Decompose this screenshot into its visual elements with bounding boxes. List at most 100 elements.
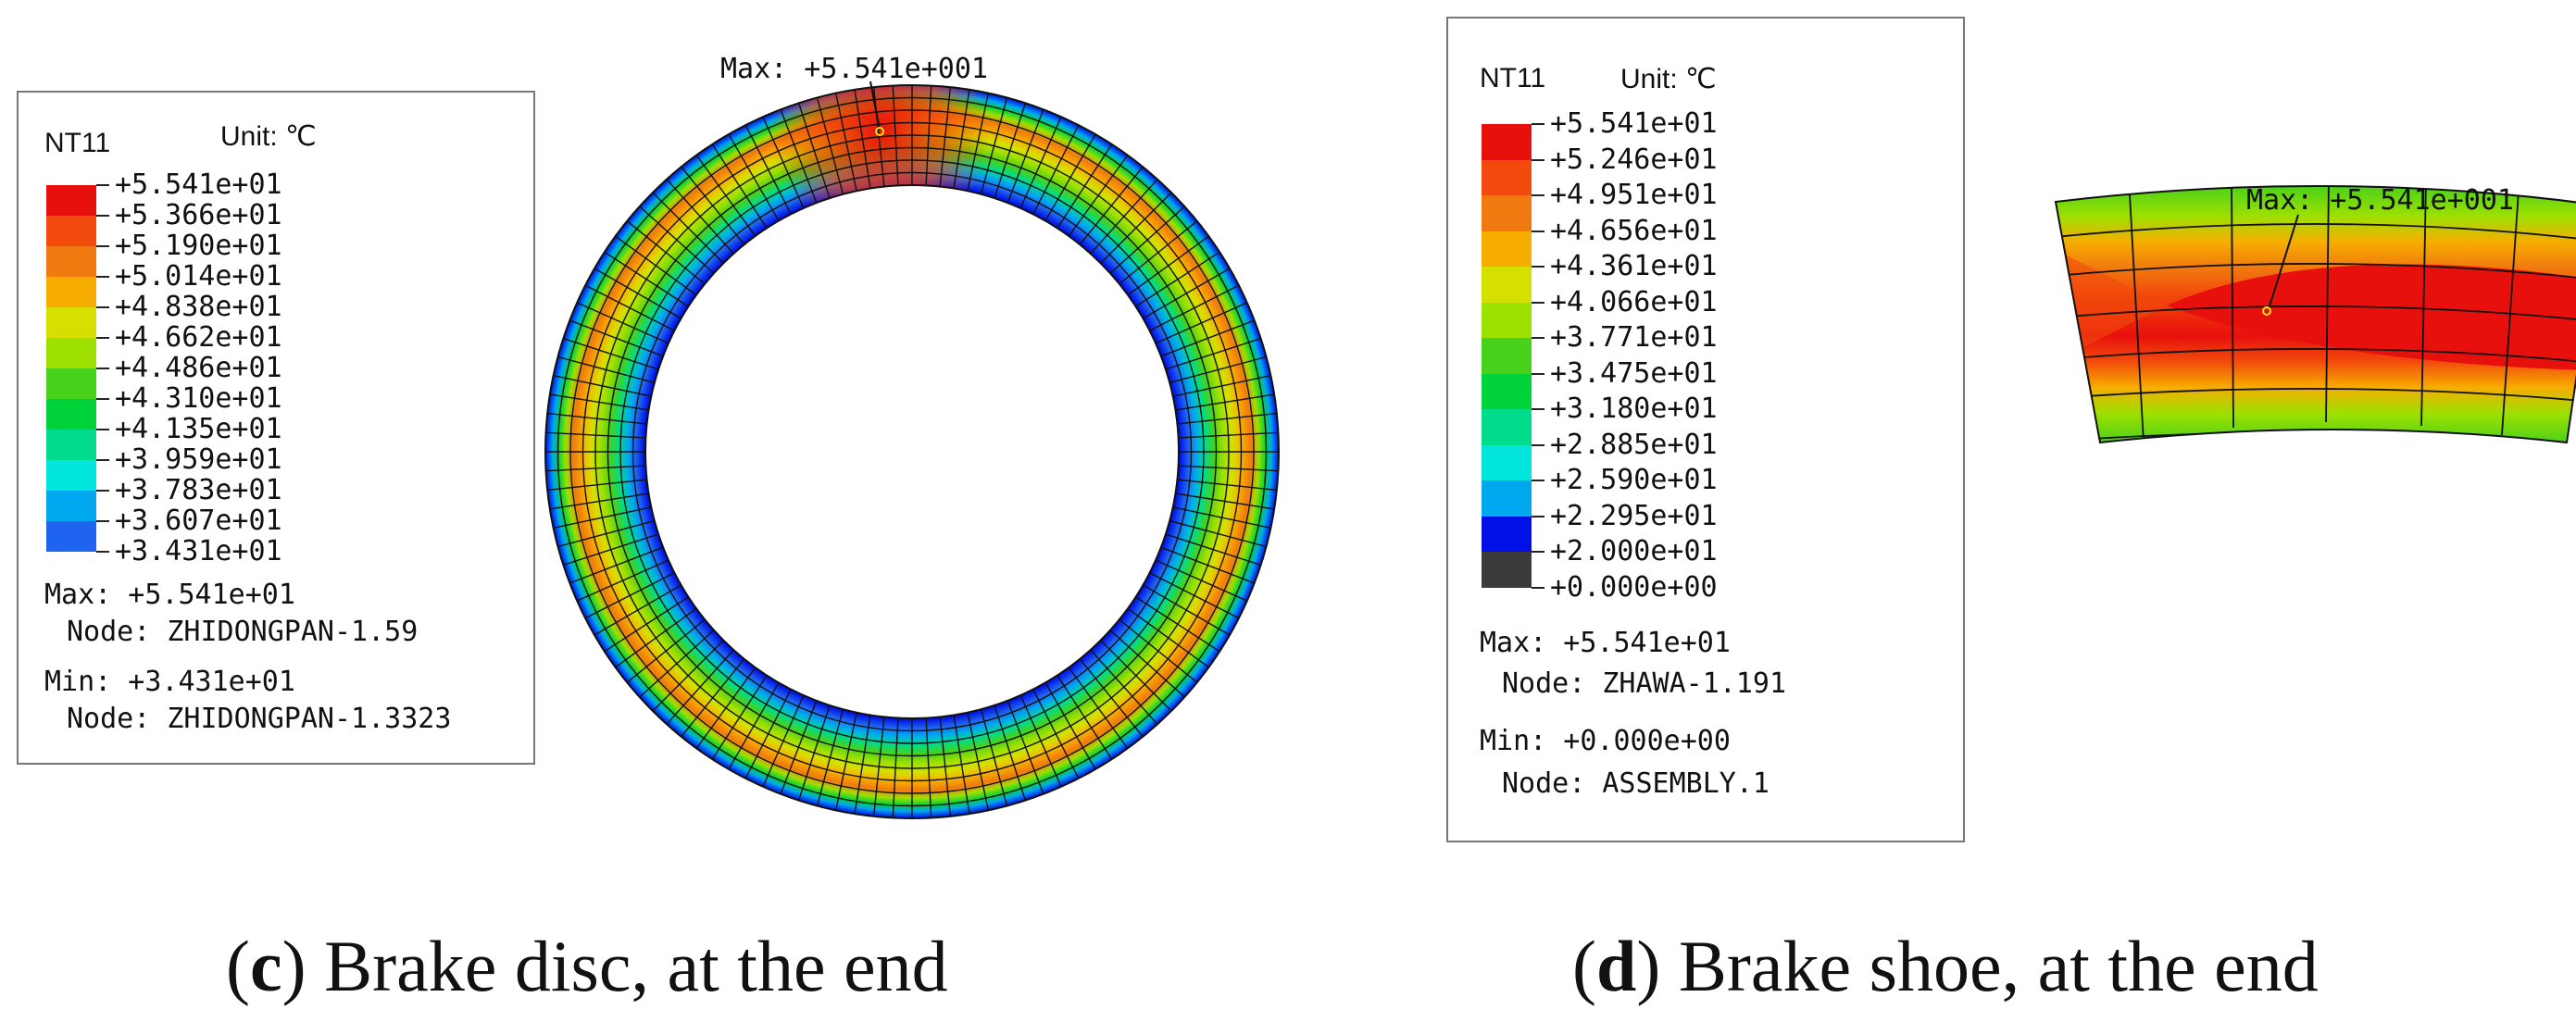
mesh-spoke <box>666 179 734 255</box>
mesh-spoke <box>1119 618 1198 683</box>
legend-tick <box>96 490 109 492</box>
legend-min-value: Min: +3.431e+01 <box>44 666 295 698</box>
legend-swatch <box>1482 195 1532 231</box>
mesh-spoke <box>1127 607 1209 668</box>
mesh-spoke <box>1165 337 1261 370</box>
mesh-spoke <box>816 709 844 806</box>
legend-label: +2.590e+01 <box>1550 464 1718 496</box>
max-annotation: Max: +5.541e+001 <box>2246 184 2514 217</box>
legend-swatch <box>46 185 96 216</box>
legend-swatch <box>1482 409 1532 445</box>
mesh-spoke <box>1109 206 1185 274</box>
mesh-spoke <box>604 251 689 307</box>
mesh-spoke <box>584 284 675 331</box>
legend-tick <box>1532 551 1544 553</box>
mesh-spoke <box>834 93 857 192</box>
mesh-spoke <box>953 89 970 189</box>
legend-tick <box>96 306 109 308</box>
mesh-spoke <box>1019 694 1062 788</box>
mesh-spoke <box>1177 479 1277 492</box>
legend-tick <box>1532 480 1544 481</box>
legend-label: +4.361e+01 <box>1550 250 1718 282</box>
mesh-spoke <box>549 492 649 510</box>
mesh-spoke <box>1169 355 1267 384</box>
panel-brake-disc: NT11 Unit: ℃ +5.541e+01+5.366e+01+5.190e… <box>17 19 1280 1006</box>
legend-swatch <box>1482 516 1532 552</box>
mesh-spoke <box>569 546 664 584</box>
mesh-row <box>2056 305 2576 324</box>
mesh-spoke <box>1079 166 1144 245</box>
mesh-spoke <box>604 596 689 653</box>
legend-max-value: Max: +5.541e+01 <box>44 579 295 611</box>
legend-label: +2.000e+01 <box>1550 535 1718 567</box>
mesh-spoke <box>1172 374 1271 397</box>
legend-swatch <box>1482 267 1532 303</box>
mesh-spoke <box>892 717 899 818</box>
mesh-spoke <box>545 465 646 472</box>
legend-tick <box>1532 194 1544 196</box>
mesh-spoke <box>744 124 792 215</box>
legend-label: +3.180e+01 <box>1550 393 1718 425</box>
legend-swatch <box>46 338 96 368</box>
mesh-spoke <box>939 717 952 816</box>
legend-swatch <box>46 521 96 552</box>
legend-swatch <box>46 460 96 491</box>
legend-max-value: Max: +5.541e+01 <box>1480 627 1731 659</box>
mesh-column <box>2501 190 2520 436</box>
legend-label: +5.366e+01 <box>115 199 282 231</box>
mesh-spoke <box>584 572 675 619</box>
mesh-spoke <box>1143 584 1231 636</box>
legend-tick <box>96 337 109 339</box>
legend-tick <box>1532 586 1544 589</box>
mesh-spoke <box>1032 124 1080 215</box>
legend-tick <box>96 215 109 217</box>
mesh-spoke <box>1143 268 1231 319</box>
legend-swatch <box>1482 338 1532 374</box>
mesh-spoke <box>1135 251 1220 307</box>
mesh-spoke <box>967 93 990 192</box>
legend-tick <box>96 245 109 247</box>
legend-tick <box>96 398 109 400</box>
legend-label: +5.246e+01 <box>1550 143 1718 176</box>
legend-label: +3.607e+01 <box>115 505 282 537</box>
mesh-spoke <box>563 337 659 370</box>
mesh-spoke <box>569 319 664 357</box>
caption-letter: d <box>1595 926 1637 1006</box>
legend-tick <box>1532 266 1544 268</box>
mesh-spoke <box>626 618 706 683</box>
legend-label: +0.000e+00 <box>1550 570 1718 604</box>
legend-variable: NT11 <box>1480 63 1546 93</box>
mesh-spoke <box>892 85 899 186</box>
mesh-spoke <box>549 393 649 411</box>
mesh-spoke <box>576 559 669 602</box>
legend-swatch <box>46 246 96 277</box>
mesh-spoke <box>1057 675 1113 760</box>
mesh-spoke <box>980 97 1008 194</box>
legend-tick <box>1532 372 1544 375</box>
mesh-spoke <box>557 519 655 548</box>
legend-tick <box>96 276 109 278</box>
legend-label: +4.066e+01 <box>1550 285 1718 318</box>
mesh-spoke <box>1160 546 1255 584</box>
mesh-spoke <box>695 667 757 749</box>
mesh-spoke <box>1100 640 1172 712</box>
legend-tick <box>96 429 109 430</box>
mesh-spoke <box>1057 143 1113 229</box>
mesh-spoke <box>1149 572 1240 619</box>
mesh-spoke <box>834 712 857 811</box>
legend-swatch <box>46 216 96 246</box>
mesh-spoke <box>1090 649 1158 725</box>
mesh-spoke <box>547 479 647 492</box>
legend-tick <box>1532 443 1544 446</box>
legend-brake-disc: NT11 Unit: ℃ +5.541e+01+5.366e+01+5.190e… <box>17 91 535 765</box>
mesh-spoke <box>1100 192 1172 264</box>
legend-label: +4.662e+01 <box>115 321 282 354</box>
legend-tick <box>1532 123 1544 125</box>
legend-tick <box>1532 230 1544 232</box>
panel-brake-shoe: NT11 Unit: ℃ +5.541e+01+5.246e+01+4.951e… <box>1296 0 2576 1022</box>
mesh-spoke <box>1165 533 1261 567</box>
caption-brake-disc: (c) Brake disc, at the end <box>226 926 948 1006</box>
mesh-row <box>2056 388 2576 405</box>
mesh-spoke <box>553 506 652 530</box>
legend-swatch <box>46 307 96 338</box>
